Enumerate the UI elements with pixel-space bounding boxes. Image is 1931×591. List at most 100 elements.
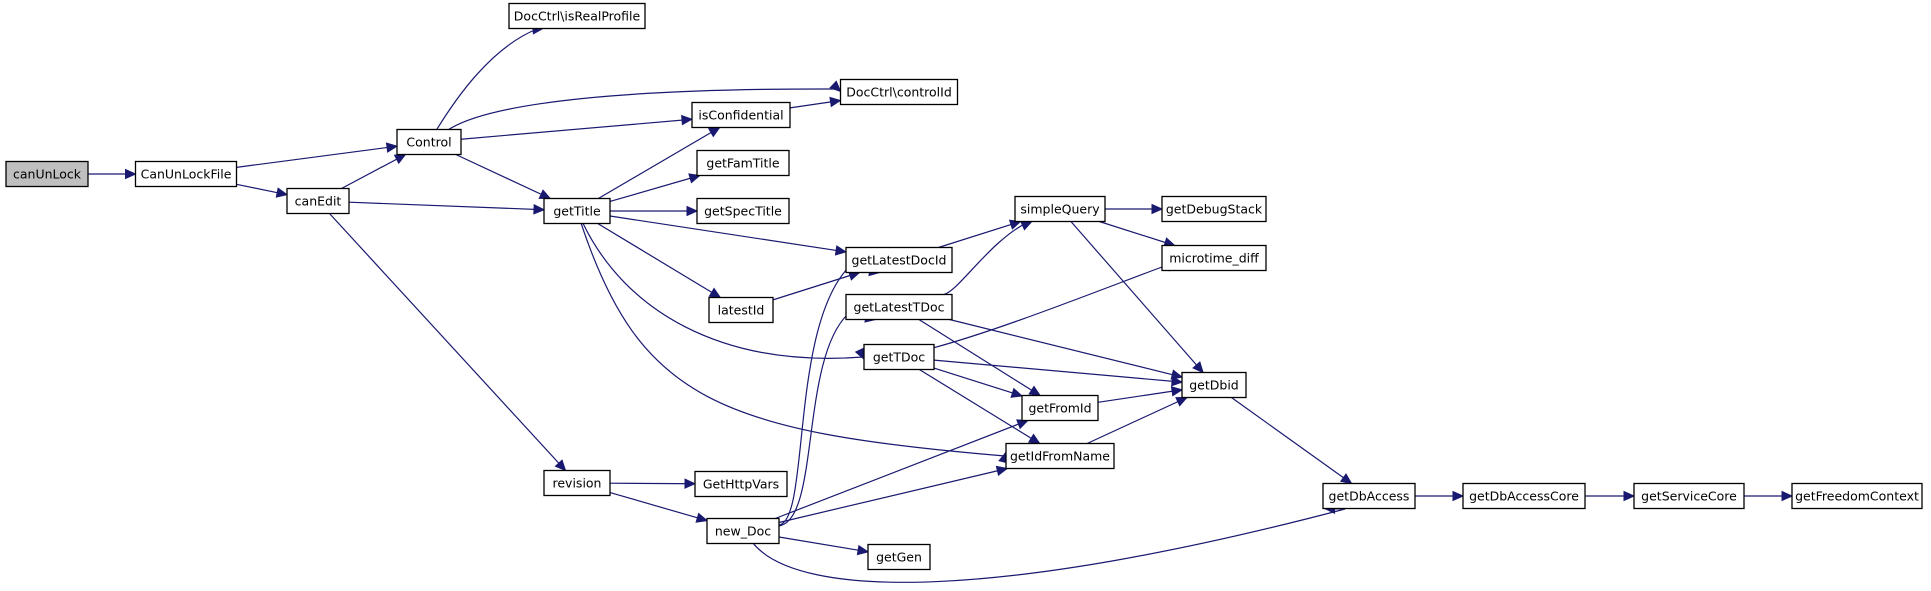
edge-Control-to-controlId <box>448 80 842 131</box>
edge-getLatestDocId-to-simpleQuery <box>938 219 1022 249</box>
arrow-head-icon <box>695 512 709 523</box>
edge-getLatestTDoc-to-getDbid <box>949 318 1184 380</box>
node-canEdit[interactable]: canEdit <box>286 187 350 215</box>
node-getLatestTDoc[interactable]: getLatestTDoc <box>845 293 953 321</box>
edge-line <box>938 220 1021 249</box>
node-getDbAccess[interactable]: getDbAccess <box>1322 482 1416 510</box>
node-box <box>1021 394 1099 422</box>
edge-line <box>1070 221 1204 373</box>
arrow-head-icon <box>393 153 407 165</box>
node-simpleQuery[interactable]: simpleQuery <box>1014 195 1106 223</box>
edge-canEdit-to-Control <box>341 153 407 190</box>
node-label: getTitle <box>553 204 601 219</box>
node-revision[interactable]: revision <box>543 469 611 497</box>
node-getSpecTitle[interactable]: getSpecTitle <box>696 197 790 225</box>
node-label: getDebugStack <box>1166 202 1263 217</box>
edge-canEdit-to-revision <box>329 213 567 472</box>
node-box <box>543 469 611 497</box>
node-controlId[interactable]: DocCtrl\controlId <box>839 78 959 106</box>
node-getLatestDocId[interactable]: getLatestDocId <box>845 246 953 274</box>
edge-line <box>1231 397 1352 484</box>
node-getGen[interactable]: getGen <box>867 543 931 571</box>
node-canUnLock[interactable]: canUnLock <box>5 160 89 188</box>
edge-getTitle-to-getLatestDocId <box>609 215 848 256</box>
node-label: getLatestTDoc <box>854 300 945 315</box>
node-box <box>1161 244 1267 272</box>
edge-line <box>1086 396 1188 445</box>
edge-line <box>455 153 551 200</box>
arrow-head-icon <box>1027 433 1041 445</box>
arrow-head-icon <box>385 142 399 153</box>
node-box <box>1791 482 1923 510</box>
node-label: latestId <box>718 303 765 318</box>
node-isRealProfile[interactable]: DocCtrl\isRealProfile <box>508 2 646 30</box>
node-label: getFamTitle <box>706 156 780 171</box>
edge-getDbid-to-getDbAccess <box>1231 397 1353 485</box>
node-Control[interactable]: Control <box>396 128 462 156</box>
node-GetHttpVars[interactable]: GetHttpVars <box>694 470 788 498</box>
node-CanUnLockFile[interactable]: CanUnLockFile <box>134 160 238 188</box>
call-nodes: canUnLock CanUnLockFile canEdit Control DocC… <box>5 2 1923 571</box>
node-label: getIdFromName <box>1010 449 1110 464</box>
node-getDebugStack[interactable]: getDebugStack <box>1161 195 1267 223</box>
edge-revision-to-new_Doc <box>609 491 709 523</box>
edge-new_Doc-to-getIdFromName <box>778 465 1009 524</box>
edge-simpleQuery-to-microtime_diff <box>1099 220 1176 248</box>
node-label: Control <box>406 135 451 150</box>
edge-simpleQuery-to-getDebugStack <box>1105 203 1164 215</box>
edge-line <box>597 222 721 299</box>
arrow-head-icon <box>1452 490 1465 502</box>
node-getFamTitle[interactable]: getFamTitle <box>696 149 790 177</box>
node-box <box>1005 442 1115 470</box>
node-box <box>1181 371 1247 399</box>
edge-line <box>609 215 847 253</box>
edge-getTDoc-to-getDbid <box>933 359 1184 387</box>
node-getDbAccessCore[interactable]: getDbAccessCore <box>1462 482 1586 510</box>
node-getDbid[interactable]: getDbid <box>1181 371 1247 399</box>
node-new_Doc[interactable]: new_Doc <box>706 517 780 545</box>
edge-line <box>236 145 398 168</box>
node-getFromId[interactable]: getFromId <box>1021 394 1099 422</box>
edge-getTDoc-to-getFromId <box>933 367 1024 398</box>
edge-isConfidential-to-controlId <box>789 96 842 109</box>
node-getIdFromName[interactable]: getIdFromName <box>1005 442 1115 470</box>
node-box <box>696 197 790 225</box>
edge-line <box>778 536 869 553</box>
edge-line <box>609 491 708 522</box>
node-label: getDbAccess <box>1329 489 1410 504</box>
arrow-head-icon <box>834 245 848 256</box>
node-getServiceCore[interactable]: getServiceCore <box>1633 482 1745 510</box>
node-box <box>706 517 780 545</box>
edge-line <box>774 419 1028 520</box>
node-microtime_diff[interactable]: microtime_diff <box>1161 244 1267 272</box>
edge-getTitle-to-getSpecTitle <box>610 205 699 217</box>
node-isConfidential[interactable]: isConfidential <box>691 101 791 129</box>
edge-line <box>609 482 696 485</box>
edge-simpleQuery-to-getDbid <box>1070 221 1204 374</box>
node-label: revision <box>553 476 602 491</box>
node-label: canUnLock <box>13 167 82 182</box>
node-box <box>867 543 931 571</box>
node-getFreedomContext[interactable]: getFreedomContext <box>1791 482 1923 510</box>
node-latestId[interactable]: latestId <box>708 296 774 324</box>
edge-revision-to-GetHttpVars <box>609 478 697 489</box>
node-label: getSpecTitle <box>704 204 782 219</box>
arrow-head-icon <box>1175 396 1188 407</box>
edge-line <box>598 126 720 200</box>
edge-getTitle-to-getFamTitle <box>609 173 701 203</box>
edge-new_Doc-to-getDbAccess <box>752 503 1346 583</box>
node-getTDoc[interactable]: getTDoc <box>863 343 935 371</box>
arrow-head-icon <box>681 114 694 126</box>
edge-line <box>1097 389 1183 403</box>
node-box <box>1633 482 1745 510</box>
node-box <box>845 293 953 321</box>
edge-line <box>949 318 1183 378</box>
node-label: getLatestDocId <box>852 253 947 268</box>
node-getTitle[interactable]: getTitle <box>543 197 611 225</box>
call-edges <box>88 24 1794 583</box>
arrow-head-icon <box>1020 220 1033 231</box>
node-label: isConfidential <box>698 108 783 123</box>
node-box <box>845 246 953 274</box>
node-label: getDbid <box>1189 378 1239 393</box>
